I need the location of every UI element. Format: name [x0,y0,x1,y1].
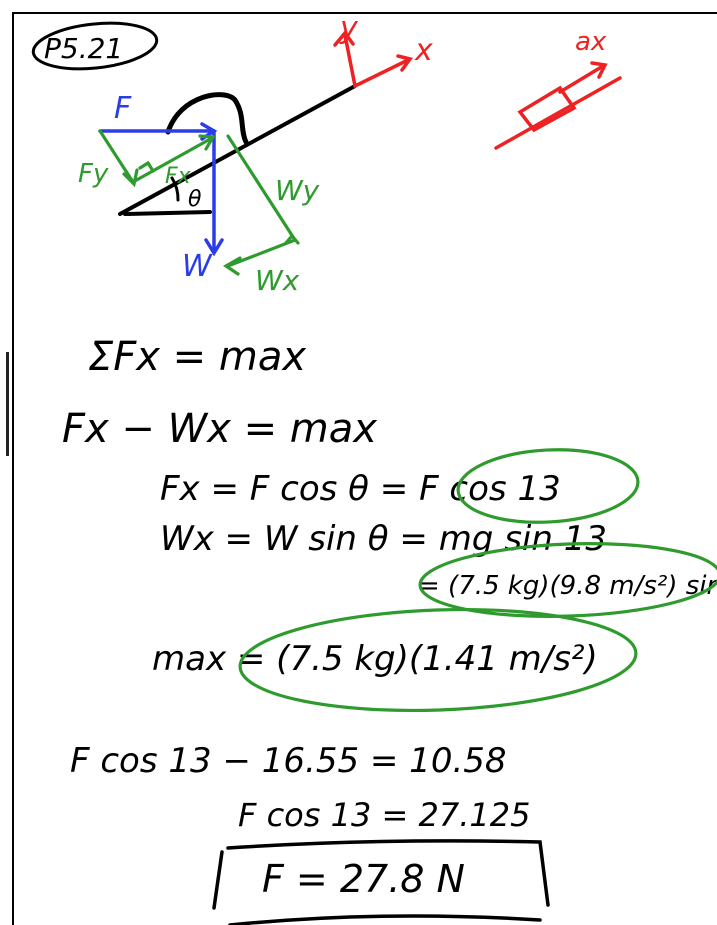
weight-label: W [182,249,213,284]
incline-diagram [118,84,357,216]
equation-final: F = 27.8 N [262,857,465,901]
angle-label: θ [188,187,202,212]
problem-label: P5.21 [31,21,159,71]
emphasis-ovals [238,448,717,713]
force-label: F [114,91,132,126]
wy-label: Wy [275,174,320,207]
equation-1: ΣFx = max [88,334,306,380]
problem-label-text: P5.21 [44,32,123,65]
equation-6: max = (7.5 kg)(1.41 m/s²) [152,639,598,679]
equation-8: F cos 13 = 27.125 [238,796,530,834]
acceleration-sketch [494,61,622,150]
fx-label: Fx [165,164,192,189]
component-arrows [98,129,300,276]
equation-7: F cos 13 − 16.55 = 10.58 [70,741,507,781]
acceleration-label: ax [575,27,607,57]
answer-box [212,839,550,925]
wx-label: Wx [255,264,300,297]
equation-3: Fx = F cos θ = F cos 13 [160,469,561,509]
margin-mark [6,352,9,456]
axis-x-label: x [414,33,433,68]
fy-label: Fy [78,159,109,189]
equation-4: Wx = W sin θ = mg sin 13 [160,519,607,559]
coordinate-axes [333,30,413,88]
axis-y-label: y [339,11,359,46]
equation-5: = (7.5 kg)(9.8 m/s²) sin 13 [418,571,717,601]
applied-force-arrow [98,122,224,257]
page-frame [12,12,717,925]
equation-2: Fx − Wx = max [62,406,377,452]
